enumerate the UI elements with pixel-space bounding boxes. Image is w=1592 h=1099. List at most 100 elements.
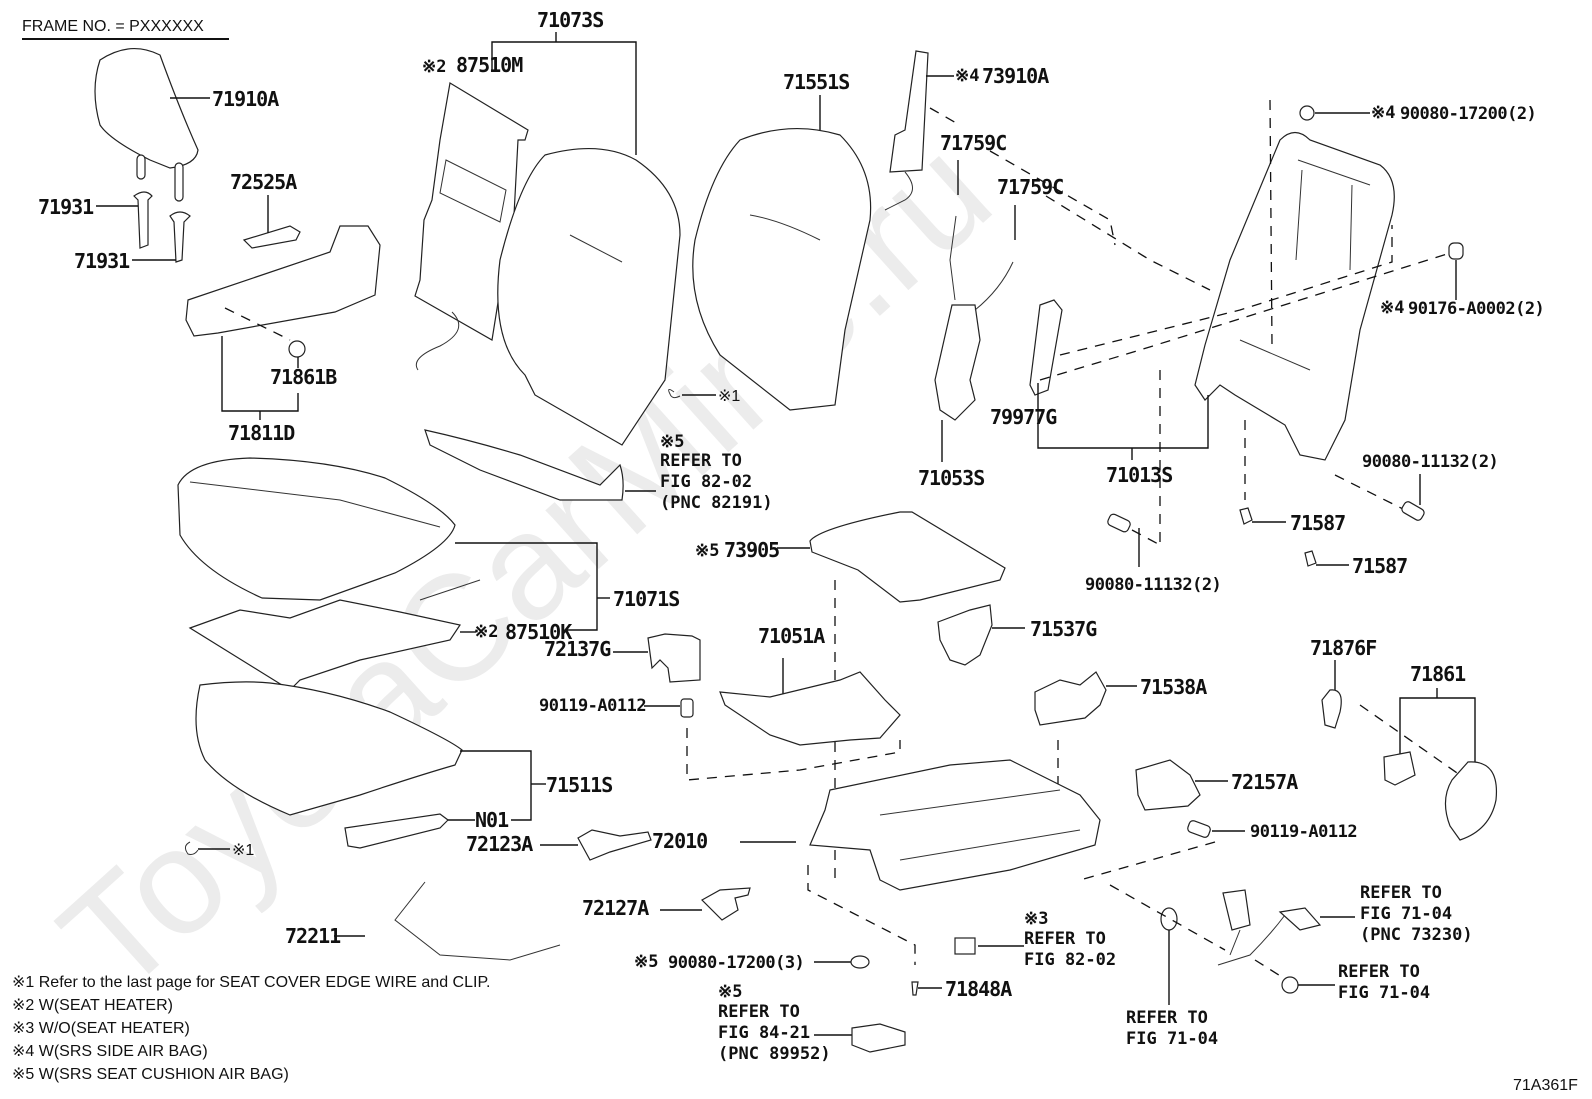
ref-82191-line2[interactable]: FIG 82-02	[660, 472, 752, 492]
part-label-71811D[interactable]: 71811D	[228, 421, 296, 445]
ref-8202-line2[interactable]: FIG 82-02	[1024, 950, 1116, 970]
ref-8202-line1[interactable]: REFER TO	[1024, 929, 1106, 949]
seatback-pad-group[interactable]: 71551S	[692, 70, 872, 411]
part-label-72211[interactable]: 72211	[285, 924, 342, 948]
washer-icon	[1160, 907, 1178, 931]
nut-90080-17200-lower[interactable]: ※5 90080-17200(3)	[634, 952, 870, 973]
part-label-73910A[interactable]: 73910A	[982, 64, 1050, 88]
part-label-71537G[interactable]: 71537G	[1030, 617, 1098, 641]
part-label-90080-11132-right[interactable]: 90080-11132(2)	[1362, 452, 1499, 472]
ref-7104a-line1[interactable]: REFER TO	[1126, 1008, 1208, 1028]
ref-7104a-line2[interactable]: FIG 71-04	[1126, 1029, 1218, 1049]
seat-adjuster-72010[interactable]: 72010	[652, 759, 1101, 965]
part-label-72123A[interactable]: 72123A	[466, 832, 534, 856]
cover-72157A[interactable]: 72157A	[1135, 759, 1299, 811]
part-label-71538A[interactable]: 71538A	[1140, 675, 1208, 699]
part-label-90080-17200-2[interactable]: 90080-17200(2)	[1400, 104, 1537, 124]
ref-73230-line3[interactable]: (PNC 73230)	[1360, 925, 1473, 945]
recliner-cover-group[interactable]: 71861B 71811D	[185, 225, 381, 445]
part-label-90080-11132-left[interactable]: 90080-11132(2)	[1085, 575, 1222, 595]
bolt-icon	[1401, 501, 1425, 521]
ref-89952-ecu[interactable]: ※5 REFER TO FIG 84-21 (PNC 89952)	[718, 982, 906, 1064]
bracket-72137G[interactable]: 72137G	[544, 633, 701, 683]
ref-73230-buckle[interactable]: REFER TO FIG 71-04 (PNC 73230)	[1109, 883, 1473, 966]
part-label-90080-17200-3[interactable]: 90080-17200(3)	[668, 953, 805, 973]
cover-71876F[interactable]: 71876F	[1310, 636, 1461, 776]
cushion-pad-group[interactable]: 71511S N01	[195, 681, 613, 849]
ref-82191-line1[interactable]: REFER TO	[660, 451, 742, 471]
bolt-90080-11132-left[interactable]: 90080-11132(2)	[1085, 513, 1222, 595]
part-label-71073S[interactable]: 71073S	[537, 8, 604, 32]
part-label-71876F[interactable]: 71876F	[1310, 636, 1377, 660]
part-label-72157A[interactable]: 72157A	[1231, 770, 1299, 794]
cover-72525A-group[interactable]: 72525A	[230, 170, 301, 249]
part-label-87510K[interactable]: 87510K	[505, 620, 573, 644]
part-label-71511S[interactable]: 71511S	[546, 773, 613, 797]
part-label-79977G[interactable]: 79977G	[990, 405, 1058, 429]
part-label-71910A[interactable]: 71910A	[212, 87, 280, 111]
part-label-71013S[interactable]: 71013S	[1106, 463, 1173, 487]
cover-71537G[interactable]: 71537G	[937, 604, 1098, 666]
ref-82191-line3[interactable]: (PNC 82191)	[660, 493, 773, 513]
part-label-71053S[interactable]: 71053S	[918, 466, 985, 490]
part-label-71551S[interactable]: 71551S	[783, 70, 850, 94]
part-label-71931-lower[interactable]: 71931	[74, 249, 131, 273]
headrest-support-group[interactable]: 71931 71931	[38, 191, 191, 273]
ref-7104-nut[interactable]: REFER TO FIG 71-04	[1254, 959, 1430, 1003]
seatback-cover-group[interactable]: 71073S ※2 87510M	[414, 8, 681, 446]
part-label-71931-upper[interactable]: 71931	[38, 195, 95, 219]
clip-71848A[interactable]: 71848A	[911, 977, 1013, 1001]
bolt-90080-11132-right[interactable]: 90080-11132(2)	[1334, 452, 1499, 522]
part-label-71051A[interactable]: 71051A	[758, 624, 826, 648]
part-label-71861B[interactable]: 71861B	[270, 365, 338, 389]
bolt-90119-A0112-right[interactable]: 90119-A0112	[1079, 820, 1358, 881]
cushion-wire-N01	[344, 813, 449, 849]
part-label-71861[interactable]: 71861	[1410, 662, 1467, 686]
footnote-2: ※2 W(SEAT HEATER)	[12, 997, 173, 1014]
part-label-71587-upper[interactable]: 71587	[1290, 511, 1346, 535]
part-label-71071S[interactable]: 71071S	[613, 587, 680, 611]
ref-73230-line2[interactable]: FIG 71-04	[1360, 904, 1452, 924]
part-label-71759C-a[interactable]: 71759C	[940, 131, 1007, 155]
part-label-N01[interactable]: N01	[475, 808, 510, 832]
ref-89952-line3[interactable]: (PNC 89952)	[718, 1044, 831, 1064]
nut-90176-A0002[interactable]: ※4 90176-A0002(2)	[1380, 242, 1545, 319]
edge-wire-note-upper[interactable]: ※1	[668, 388, 741, 405]
ref-89952-line2[interactable]: FIG 84-21	[718, 1023, 810, 1043]
rod-72211[interactable]: 72211	[285, 881, 561, 961]
part-label-72127A[interactable]: 72127A	[582, 896, 650, 920]
ref-73230-line1[interactable]: REFER TO	[1360, 883, 1442, 903]
side-airbag-group[interactable]: ※4 73910A	[884, 50, 1050, 211]
knob-71861[interactable]: 71861	[1383, 662, 1498, 841]
harness-82191-group[interactable]: ※5 REFER TO FIG 82-02 (PNC 82191)	[424, 429, 773, 513]
ref-82-02-connector[interactable]: ※3 REFER TO FIG 82-02	[954, 909, 1116, 970]
cover-72123A[interactable]: 72123A	[466, 829, 652, 861]
ref-7104b-line1[interactable]: REFER TO	[1338, 962, 1420, 982]
part-label-72010[interactable]: 72010	[652, 829, 708, 853]
lumbar-group[interactable]: 71759C 71759C 71053S	[918, 131, 1211, 490]
spring-71051A[interactable]: 71051A	[719, 624, 901, 746]
nut-90080-17200-upper[interactable]: ※4 90080-17200(2)	[1299, 103, 1537, 124]
edge-wire-note-lower[interactable]: ※1	[184, 841, 254, 859]
ref-7104b-line2[interactable]: FIG 71-04	[1338, 983, 1430, 1003]
cover-72127A[interactable]: 72127A	[582, 887, 751, 921]
part-label-90119-A0112-left[interactable]: 90119-A0112	[539, 696, 647, 716]
part-label-72137G[interactable]: 72137G	[544, 637, 612, 661]
part-label-71587-lower[interactable]: 71587	[1352, 554, 1408, 578]
part-label-71848A[interactable]: 71848A	[945, 977, 1013, 1001]
cover-71538A[interactable]: 71538A	[1034, 671, 1208, 810]
bolt-90119-A0112-left[interactable]: 90119-A0112	[539, 696, 901, 781]
headrest-group[interactable]: 71910A	[94, 47, 280, 202]
ref-89952-line1[interactable]: REFER TO	[718, 1002, 800, 1022]
seatback-frame-group[interactable]: 79977G 71013S	[990, 99, 1461, 545]
clip-71587-upper[interactable]: 71587	[1239, 420, 1346, 535]
part-label-87510M[interactable]: 87510M	[456, 53, 524, 77]
part-label-90119-A0112-right[interactable]: 90119-A0112	[1250, 822, 1358, 842]
ref-7104-washer[interactable]: REFER TO FIG 71-04	[1126, 907, 1218, 1049]
part-label-73905[interactable]: 73905	[724, 538, 780, 562]
part-label-72525A[interactable]: 72525A	[230, 170, 298, 194]
part-label-90176-A0002[interactable]: 90176-A0002(2)	[1408, 299, 1545, 319]
cushion-cover-group[interactable]: 71071S ※2 87510K	[177, 457, 680, 691]
clip-71587-lower[interactable]: 71587	[1304, 550, 1408, 578]
